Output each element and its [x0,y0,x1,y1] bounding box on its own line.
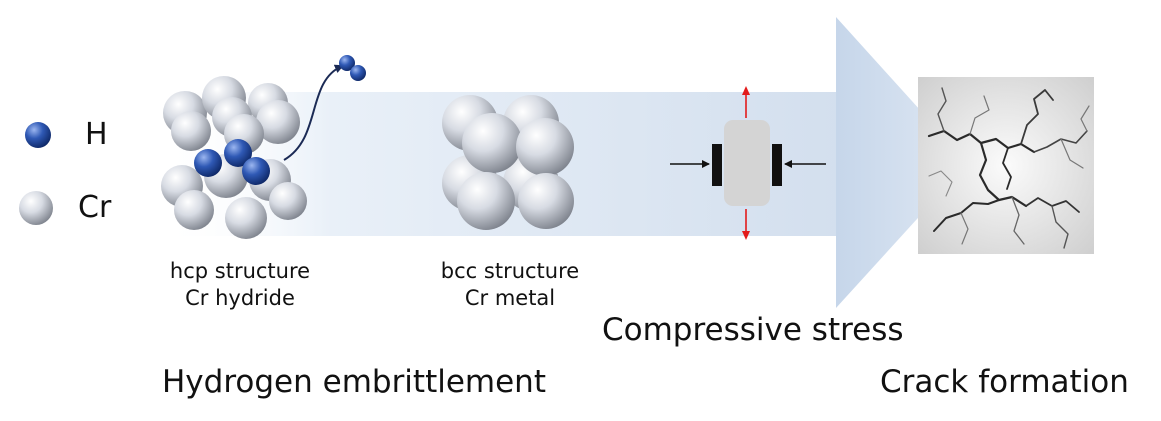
cr-atom [171,111,211,151]
h-atom [194,149,222,177]
crack-line [1080,105,1090,132]
stress-schematic [670,86,826,240]
cr-atom [256,100,300,144]
h2-molecule-atom [339,55,355,71]
crack-line [1060,138,1084,169]
hcp-caption: hcp structure Cr hydride [150,258,330,312]
hcp-caption-line1: hcp structure [169,259,311,283]
bcc-caption-line2: Cr metal [464,286,556,310]
crack-line [1051,205,1069,249]
crack-formation-caption: Crack formation [880,364,1129,400]
hydrogen-embrittlement-caption: Hydrogen embrittlement [162,364,546,400]
crack-pattern [918,77,1094,254]
crack-line [937,87,947,132]
right-loading-plate [772,144,782,186]
crack-line [960,212,969,245]
cr-atom [518,173,574,229]
cr-atom [516,118,574,176]
crack-line [933,199,1000,232]
crack-line [969,95,990,135]
legend-chromium-atom [19,191,53,225]
crack-line [928,170,953,197]
cr-atom [225,197,267,239]
process-arrow-head [836,17,968,308]
h-atom [242,157,270,185]
cr-atom [269,182,307,220]
bcc-caption-line1: bcc structure [440,259,580,283]
hcp-cluster [161,76,307,239]
legend-chromium-label: Cr [78,190,112,225]
hcp-caption-line2: Cr hydride [185,286,295,310]
h2-molecule-atom [350,65,366,81]
legend-hydrogen-atom [25,122,51,148]
crack-image-background [918,77,1094,254]
down-expansion-arrowhead [742,231,750,240]
cr-atom [457,172,515,230]
bcc-caption: bcc structure Cr metal [420,258,600,312]
up-expansion-arrowhead [742,86,750,95]
legend-hydrogen-label: H [85,117,108,152]
cr-atom [174,190,214,230]
h-atom [224,139,252,167]
bcc-cluster [442,95,574,230]
specimen-block [724,120,770,206]
crack-line [1002,147,1012,190]
stress-label: Compressive stress [602,312,904,348]
left-loading-plate [712,144,722,186]
crack-line [1011,196,1025,245]
cr-atom [462,113,522,173]
hydrogen-release-arrow [283,64,344,161]
crack-line [1020,89,1054,145]
